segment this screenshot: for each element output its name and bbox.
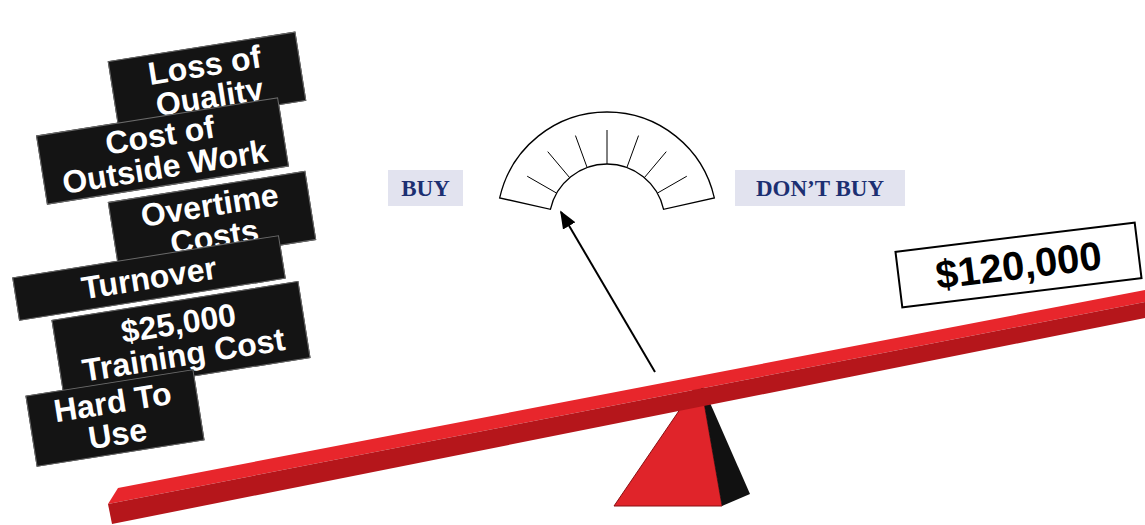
gauge-tick xyxy=(575,136,587,168)
choice-box: BUY xyxy=(388,170,463,206)
gauge-pointer xyxy=(561,212,655,372)
node-text: BUY xyxy=(401,177,450,200)
choice-box: DON’T BUY xyxy=(735,170,905,206)
gauge-tick xyxy=(657,176,686,193)
gauge-tick xyxy=(548,152,570,178)
gauge-tick xyxy=(607,130,608,164)
node-text: $120,000 xyxy=(933,235,1103,295)
gauge-tick xyxy=(627,136,639,168)
price-box: $120,000 xyxy=(894,221,1142,308)
weight-block: Hard To Use xyxy=(25,369,204,467)
gauge-tick xyxy=(644,152,666,178)
gauge-tick xyxy=(527,176,556,193)
gauge-band xyxy=(500,112,715,209)
node-text: DON’T BUY xyxy=(756,177,884,200)
node-text: Hard To Use xyxy=(37,375,193,461)
gauge-dial xyxy=(500,112,715,209)
